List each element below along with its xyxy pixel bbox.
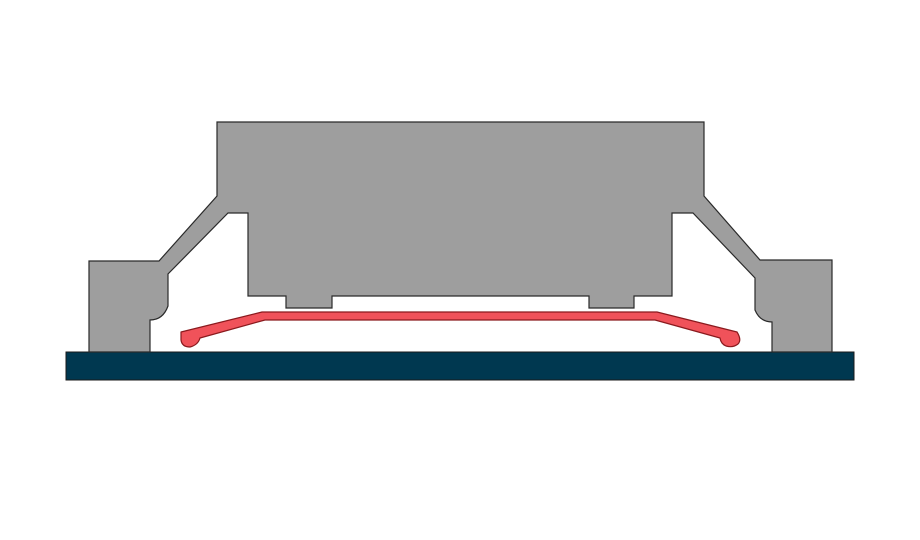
substrate-plate bbox=[65, 351, 855, 381]
housing-body bbox=[88, 121, 833, 353]
spring-contact bbox=[180, 311, 741, 348]
